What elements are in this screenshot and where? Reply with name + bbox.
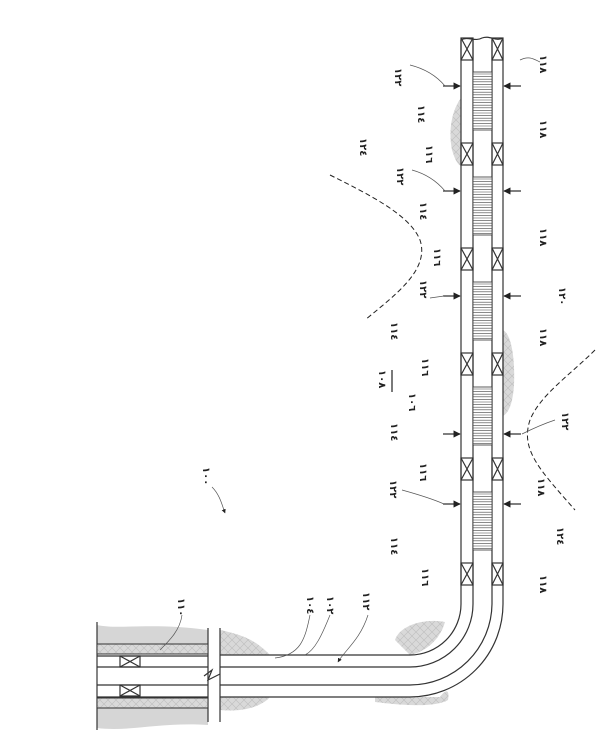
label-100: ١٠٠	[200, 467, 211, 485]
label-106: ١٠٦	[406, 393, 417, 411]
packer	[492, 143, 503, 165]
packer	[461, 38, 473, 60]
label-screen: ١١٤	[388, 322, 399, 340]
label-screen: ١١٤	[417, 202, 428, 220]
label-packer-left: ١١٦	[417, 463, 428, 481]
label-force: ١٢٢	[417, 280, 428, 298]
label-110: ١١٠	[175, 598, 186, 616]
label-124-lower: ١٢٤	[554, 527, 565, 545]
packer	[492, 38, 503, 60]
packer	[492, 248, 503, 270]
label-force: ١٢٢	[392, 68, 403, 86]
packer	[492, 563, 503, 585]
label-packer-right: ١١٨	[537, 328, 548, 346]
label-102: ١٠٢	[324, 596, 335, 614]
label-packer-right: ١١٨	[537, 228, 548, 246]
casing-packer	[120, 656, 140, 696]
label-screen: ١١٤	[415, 105, 426, 123]
sand-screen	[473, 177, 492, 235]
sand-screen	[473, 72, 492, 130]
label-120: ١٢٠	[556, 287, 567, 305]
label-packer-left: ١١٦	[431, 248, 442, 266]
packer	[492, 353, 503, 375]
packer	[461, 563, 473, 585]
packer	[461, 143, 473, 165]
zone-boundary-upper	[330, 175, 422, 320]
label-124-upper: ١٢٤	[357, 138, 368, 156]
packer	[461, 353, 473, 375]
label-packer-left: ١١٦	[419, 358, 430, 376]
label-packer-left: ١١٦	[419, 568, 430, 586]
label-104: ١٠٤	[304, 596, 315, 614]
label-packer-right: ١١٨	[537, 575, 548, 593]
reference-labels: ١٠٠ ١١٠ ١٠٤ ١٠٢ ١١٢ ١٢٤ ١٢٤ ١٠٨ ١٠٦ ١٢٠ …	[175, 55, 570, 616]
sand-screen	[473, 387, 492, 445]
label-108: ١٠٨	[376, 370, 387, 388]
label-packer-right: ١١٨	[537, 55, 548, 73]
label-force: ١٢٢	[394, 167, 405, 185]
packer	[461, 458, 473, 480]
sand-screen	[473, 282, 492, 340]
label-packer-right: ١١٨	[535, 478, 546, 496]
packer	[461, 248, 473, 270]
packer	[492, 458, 503, 480]
label-122-right: ١٢٢	[559, 412, 570, 430]
sand-screen	[473, 492, 492, 550]
label-force: ١٢٢	[387, 480, 398, 498]
label-packer-left: ١١٦	[423, 145, 434, 163]
label-112: ١١٢	[360, 592, 371, 610]
label-screen: ١١٤	[388, 537, 399, 555]
label-packer-right: ١١٨	[537, 120, 548, 138]
screens	[473, 72, 492, 550]
label-screen: ١١٤	[388, 423, 399, 441]
